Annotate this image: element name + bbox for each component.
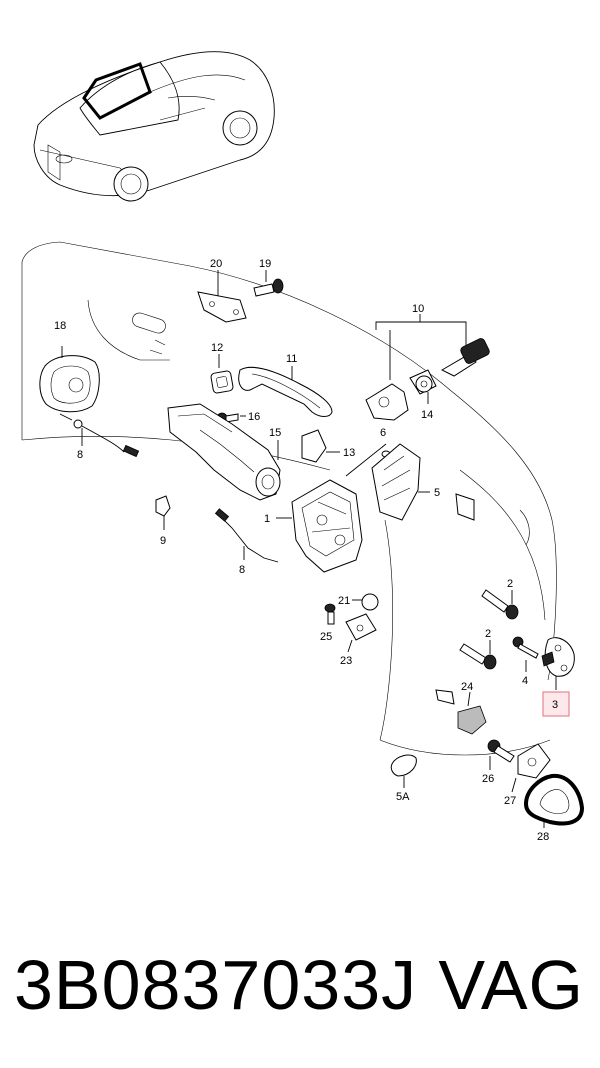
callout-27[interactable]: 27	[504, 795, 516, 807]
callout-8-lower[interactable]: 8	[239, 564, 245, 576]
part-2-bolt-upper	[481, 589, 519, 620]
part-9-clip	[155, 495, 171, 530]
part-26-bolt	[487, 739, 515, 770]
part-11-outer-handle	[238, 366, 333, 417]
callout-20[interactable]: 20	[210, 258, 222, 270]
part-number: 3B0837033J	[14, 946, 418, 1024]
callout-4[interactable]: 4	[522, 675, 528, 687]
callout-9[interactable]: 9	[160, 535, 166, 547]
callout-2-lower[interactable]: 2	[485, 628, 491, 640]
callout-18[interactable]: 18	[54, 320, 66, 332]
part-1-lock	[276, 479, 363, 573]
part-8-cable-upper	[59, 413, 140, 458]
part-19-screw	[253, 270, 284, 297]
callout-5A[interactable]: 5A	[396, 791, 410, 803]
callout-labels: 20 19 18 10 12 11 14 16 15 8 6 13 5 1 9 …	[54, 258, 558, 843]
callout-5[interactable]: 5	[434, 487, 440, 499]
part-27-block	[511, 743, 551, 793]
part-21-plug	[352, 593, 379, 611]
callout-21[interactable]: 21	[338, 595, 350, 607]
part-20-bracket	[197, 270, 247, 323]
callout-15[interactable]: 15	[269, 427, 281, 439]
highlight-box	[542, 691, 570, 717]
callout-1[interactable]: 1	[264, 513, 270, 525]
part-10-lock-cylinder	[365, 314, 467, 421]
callout-19[interactable]: 19	[259, 258, 271, 270]
callout-25[interactable]: 25	[320, 631, 332, 643]
part-18-handle-bezel	[39, 346, 100, 413]
part-15-handle-carrier	[167, 403, 281, 501]
brand-name: VAG	[438, 946, 584, 1024]
door-panel-outline	[21, 241, 557, 756]
footer: 3B0837033J VAG	[0, 940, 600, 1040]
callout-28[interactable]: 28	[537, 831, 549, 843]
callout-24[interactable]: 24	[461, 681, 473, 693]
callout-13[interactable]: 13	[343, 447, 355, 459]
part-5-seal	[371, 443, 475, 521]
callout-16[interactable]: 16	[248, 411, 260, 423]
part-24-bumper	[435, 689, 487, 735]
part-25-screw	[324, 603, 336, 625]
part-13-gasket	[301, 429, 340, 463]
part-4-bolt	[512, 636, 539, 672]
exploded-parts-diagram: 20 19 18 10 12 11 14 16 15 8 6 13 5 1 9 …	[21, 51, 585, 843]
part-8-cable-lower	[214, 508, 279, 563]
part-2-bolt-lower	[459, 640, 497, 670]
part-3-striker	[541, 637, 575, 690]
callout-6[interactable]: 6	[380, 427, 386, 439]
callout-23[interactable]: 23	[340, 655, 352, 667]
callout-8-upper[interactable]: 8	[77, 449, 83, 461]
part-23-plate	[345, 613, 377, 653]
part-12-gasket	[210, 354, 234, 394]
callout-2-upper[interactable]: 2	[507, 578, 513, 590]
callout-12[interactable]: 12	[211, 342, 223, 354]
part-10-key	[440, 338, 490, 377]
part-28-boot	[523, 773, 585, 828]
callout-11[interactable]: 11	[286, 353, 297, 365]
callout-14[interactable]: 14	[421, 409, 433, 421]
car-thumbnail	[33, 51, 275, 202]
callout-10[interactable]: 10	[412, 303, 424, 315]
callout-3[interactable]: 3	[552, 699, 558, 711]
callout-26[interactable]: 26	[482, 773, 494, 785]
part-5A-grommet	[390, 754, 417, 788]
